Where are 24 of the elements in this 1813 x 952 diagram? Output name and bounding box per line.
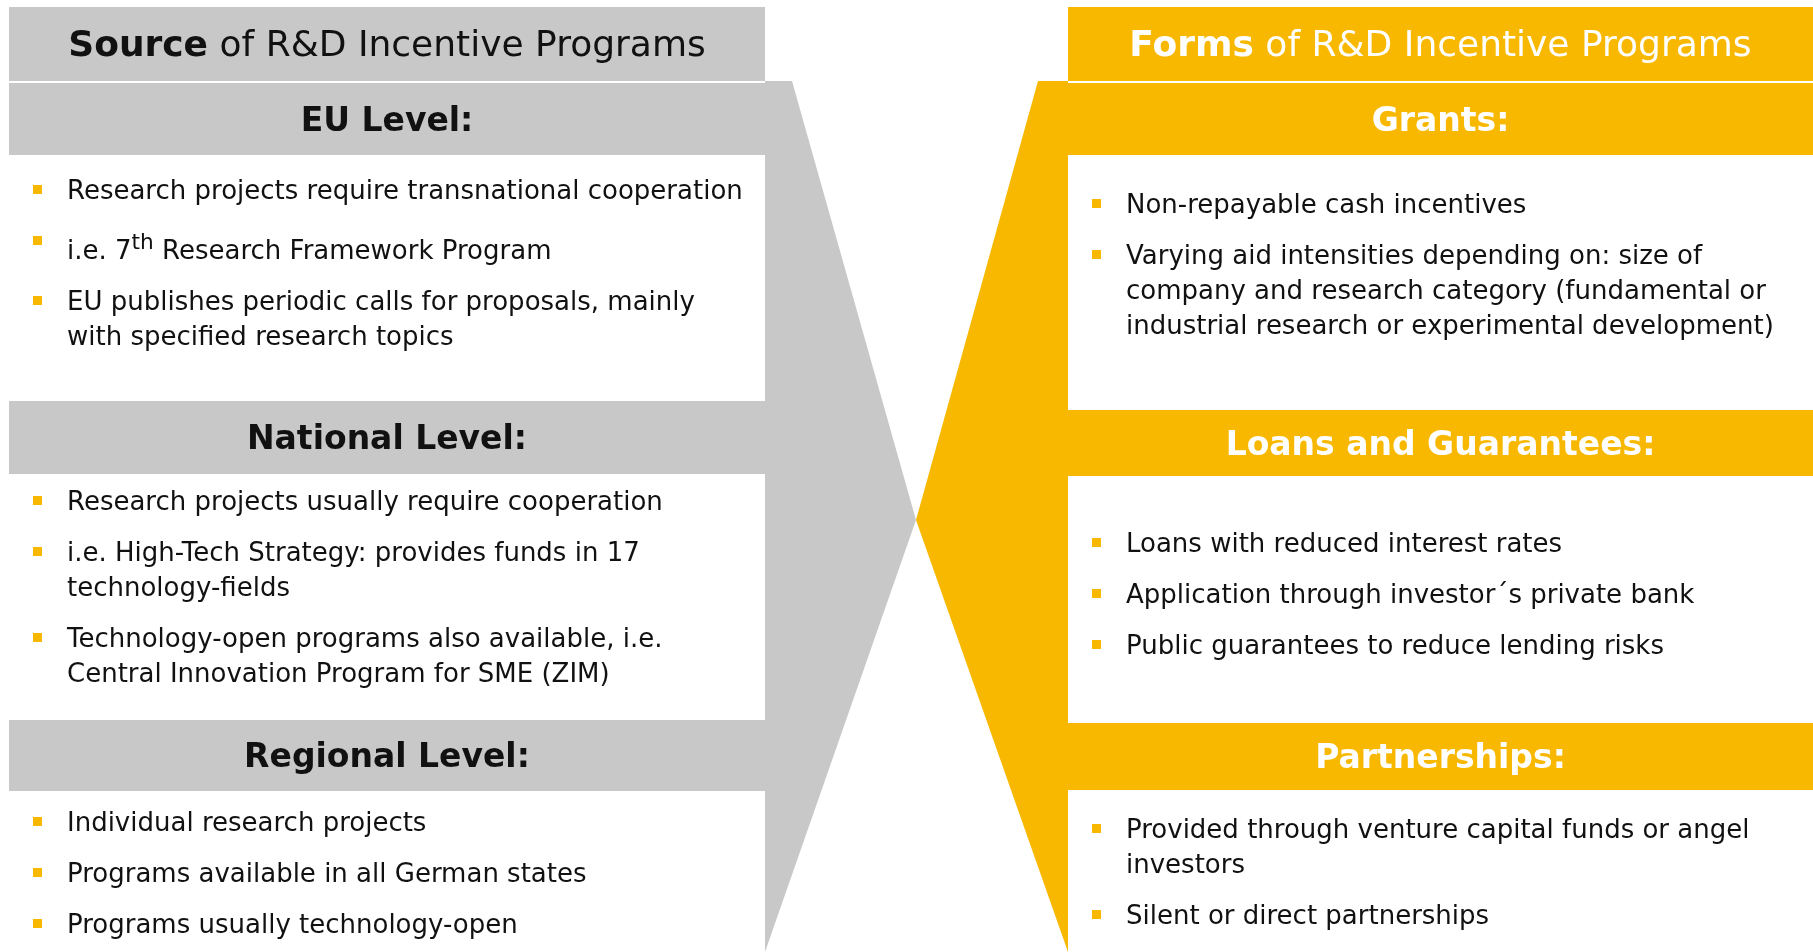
bullet-text: Public guarantees to reduce lending risks — [1068, 628, 1813, 663]
bullet-text: Loans with reduced interest rates — [1068, 526, 1813, 561]
bullet-text: Research projects usually require cooperation — [9, 484, 765, 519]
bullet-text: Varying aid intensities depending on: size of company and research category (fundamental or industrial research or experimental development) — [1068, 238, 1813, 343]
bullet-text: Technology-open programs also available, i.e. Central Innovation Program for SME (ZIM) — [9, 621, 765, 691]
bullet-text: Programs available in all German states — [9, 856, 765, 891]
bullet-text: EU publishes periodic calls for proposals, mainly with specified research topics — [9, 283, 765, 354]
bullet-text: Application through investor´s private bank — [1068, 577, 1813, 612]
section-heading: EU Level: — [9, 83, 765, 155]
bullet-text: Programs usually technology-open — [9, 907, 765, 942]
section-heading: Loans and Guarantees: — [1068, 410, 1813, 476]
panel-heading: Source of R&D Incentive Programs — [9, 7, 765, 81]
bullet-text: Non-repayable cash incentives — [1068, 187, 1813, 222]
bullet-text: Provided through venture capital funds or angel investors — [1068, 812, 1813, 882]
section-heading: National Level: — [9, 401, 765, 474]
bullet-text: Individual research projects — [9, 805, 765, 840]
section-heading: Regional Level: — [9, 720, 765, 791]
bullet-text: Research projects require transnational cooperation — [9, 173, 765, 208]
panel-heading: Forms of R&D Incentive Programs — [1068, 7, 1813, 81]
section-heading: Partnerships: — [1068, 723, 1813, 790]
bullet-text: i.e. High-Tech Strategy: provides funds in 17 technology-fields — [9, 535, 765, 605]
bullet-text: i.e. 7$^{th}$ Research Framework Program — [9, 224, 765, 268]
section-heading: Grants: — [1068, 83, 1813, 155]
bullet-text: Silent or direct partnerships — [1068, 898, 1813, 933]
